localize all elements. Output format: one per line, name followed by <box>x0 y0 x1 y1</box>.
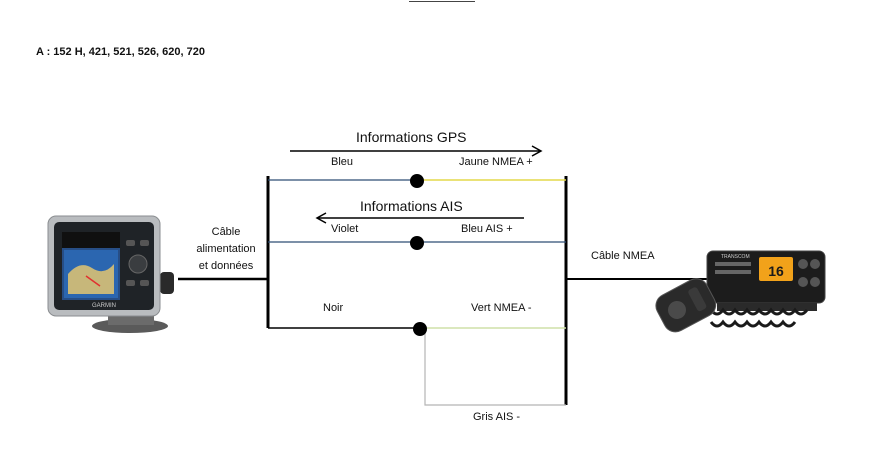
left-cable-label-line3: et données <box>198 260 254 272</box>
left-cable-label-line1: Câble <box>211 226 241 238</box>
ais-arrow <box>315 212 524 224</box>
junction-dot-gps <box>410 174 424 188</box>
radio-brand: TRANSCOM <box>721 254 750 260</box>
radio-channel-display: 16 <box>768 263 784 279</box>
label-gris-ais-minus: Gris AIS - <box>473 411 521 423</box>
label-bleu-ais-plus: Bleu AIS + <box>461 223 513 235</box>
ais-info-title: Informations AIS <box>360 198 463 214</box>
label-jaune-nmea-plus: Jaune NMEA + <box>459 156 533 168</box>
label-noir: Noir <box>323 302 344 314</box>
left-cable-label-line2: alimentation <box>196 243 256 255</box>
vhf-radio-image: 16 TRANSCOM <box>655 250 826 333</box>
label-bleu: Bleu <box>331 156 354 168</box>
ground-wire-gray <box>424 330 566 406</box>
label-vert-nmea-minus: Vert NMEA - <box>471 302 532 314</box>
right-cable-label: Câble NMEA <box>591 250 655 262</box>
model-list: A : 152 H, 421, 521, 526, 620, 720 <box>36 46 205 58</box>
gps-info-title: Informations GPS <box>356 129 467 145</box>
gps-device-image: GARMIN <box>47 215 174 333</box>
label-violet: Violet <box>331 223 359 235</box>
gps-device-brand: GARMIN <box>92 303 116 309</box>
left-cable-label: Câble alimentation et données <box>186 224 266 275</box>
top-rule <box>409 1 475 2</box>
gps-arrow <box>290 145 543 157</box>
junction-dot-ais <box>410 236 424 250</box>
junction-dot-ground <box>413 322 427 336</box>
